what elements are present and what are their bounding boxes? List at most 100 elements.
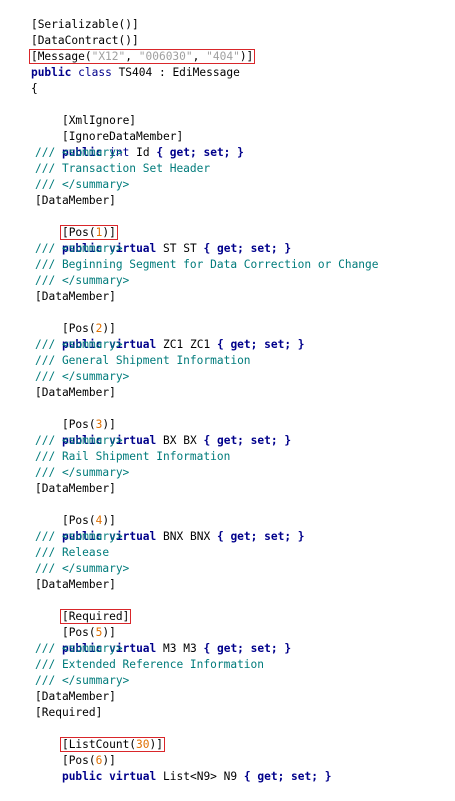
highlight-box-listcount: [ListCount(30)] — [59, 737, 166, 752]
property-name: M3 — [183, 642, 197, 655]
keyword-virtual: virtual — [109, 642, 157, 655]
summary-close: /// </summary> — [35, 370, 130, 383]
pos-value: 3 — [95, 418, 103, 431]
message-arg-version: "006030" — [138, 50, 193, 63]
highlight-box-pos: [Pos(1)] — [59, 225, 118, 240]
pos-value: 5 — [95, 626, 103, 639]
keyword-public: public — [61, 642, 103, 655]
code-line: [XmlIgnore] — [35, 97, 136, 127]
attribute-datamember: [DataMember] — [35, 578, 116, 591]
property-type: ZC1 — [163, 338, 184, 351]
summary-text: /// Release — [35, 546, 110, 559]
attribute-xmlignore: [XmlIgnore] — [61, 114, 137, 127]
property-type: BNX — [163, 530, 184, 543]
highlight-box-message: [Message("X12", "006030", "404")] — [28, 49, 256, 64]
summary-text: /// Rail Shipment Information — [35, 450, 231, 463]
summary-text: /// Transaction Set Header — [35, 162, 211, 175]
accessor-block: { get; set; } — [156, 146, 244, 159]
code-line: public virtual ZC1 ZC1 { get; set; } — [35, 321, 305, 351]
summary-open: /// <summary> — [35, 338, 123, 351]
accessor-block: { get; set; } — [203, 642, 292, 655]
pos-value: 4 — [95, 514, 103, 527]
keyword-virtual: virtual — [109, 434, 157, 447]
code-line: [Pos(4)] — [61, 514, 116, 527]
attribute-datamember: [DataMember] — [35, 482, 116, 495]
summary-close: /// </summary> — [35, 674, 130, 687]
attribute-pos: [Pos( — [61, 322, 96, 335]
attribute-pos: [Pos( — [61, 754, 96, 767]
code-line: public virtual M3 M3 { get; set; } — [35, 625, 291, 655]
pos-value: 2 — [95, 322, 103, 335]
code-line: public virtual BNX BNX { get; set; } — [35, 513, 305, 543]
highlight-box-required: [Required] — [59, 609, 132, 624]
summary-text: /// General Shipment Information — [35, 354, 251, 367]
code-line: public virtual List<N9> N9 { get; set; } — [35, 753, 332, 783]
code-line: [Pos(2)] — [61, 322, 116, 335]
property-name: Id — [136, 146, 150, 159]
summary-open: /// <summary> — [35, 530, 123, 543]
accessor-block: { get; set; } — [203, 434, 292, 447]
keyword-virtual: virtual — [109, 338, 157, 351]
attribute-required: [Required] — [35, 706, 103, 719]
code-line: [IgnoreDataMember] — [35, 113, 183, 143]
code-line: { — [4, 65, 38, 95]
class-declaration: TS404 : EdiMessage — [118, 66, 240, 79]
accessor-block: { get; set; } — [216, 338, 305, 351]
keyword-public: public — [61, 146, 103, 159]
accessor-block: { get; set; } — [203, 242, 292, 255]
summary-text: /// Extended Reference Information — [35, 658, 265, 671]
summary-text: /// Beginning Segment for Data Correctio… — [35, 258, 379, 271]
property-type: ST — [163, 242, 177, 255]
keyword-public: public — [61, 242, 103, 255]
pos-value: 1 — [95, 226, 103, 239]
code-line: [Pos(5)] — [61, 626, 116, 639]
code-line: public class TS404 : EdiMessage — [4, 49, 240, 79]
attribute-serializable: [Serializable()] — [30, 18, 139, 31]
keyword-public: public — [61, 530, 103, 543]
keyword-public: public — [30, 66, 72, 79]
listcount-value: 30 — [136, 738, 150, 751]
code-line: [DataContract()] — [4, 17, 139, 47]
code-line: [Pos(6)] — [61, 754, 116, 767]
summary-close: /// </summary> — [35, 178, 130, 191]
keyword-virtual: virtual — [109, 530, 157, 543]
code-line: [Required] — [35, 593, 132, 624]
keyword-int: int — [109, 146, 130, 159]
code-line: [Pos(3)] — [61, 418, 116, 431]
keyword-virtual: virtual — [109, 242, 157, 255]
summary-open: /// <summary> — [35, 242, 123, 255]
property-name: ST — [183, 242, 197, 255]
code-line: [Serializable()] — [4, 1, 139, 31]
summary-open: /// <summary> — [35, 434, 123, 447]
attribute-datacontract: [DataContract()] — [30, 34, 139, 47]
message-arg-code: "404" — [206, 50, 240, 63]
code-line: public int Id { get; set; } — [35, 129, 244, 159]
pos-value: 6 — [95, 754, 103, 767]
property-name: BNX — [190, 530, 211, 543]
attribute-ignoredatamember: [IgnoreDataMember] — [61, 130, 184, 143]
attribute-datamember: [DataMember] — [35, 290, 116, 303]
keyword-public: public — [61, 338, 103, 351]
code-line: public virtual BX BX { get; set; } — [35, 417, 291, 447]
code-line: public virtual ST ST { get; set; } — [35, 225, 291, 255]
summary-open: /// <summary> — [35, 642, 123, 655]
message-arg-standard: "X12" — [91, 50, 126, 63]
property-type: BX — [163, 434, 177, 447]
attribute-datamember: [DataMember] — [35, 386, 116, 399]
attribute-pos: [Pos( — [61, 514, 96, 527]
keyword-class: class — [78, 66, 112, 79]
summary-close: /// </summary> — [35, 466, 130, 479]
property-name: ZC1 — [190, 338, 211, 351]
summary-close: /// </summary> — [35, 274, 130, 287]
attribute-datamember: [DataMember] — [35, 690, 116, 703]
code-line: [ListCount(30)] — [35, 721, 166, 752]
property-name: BX — [183, 434, 197, 447]
property-type: M3 — [163, 642, 177, 655]
attribute-pos: [Pos( — [61, 626, 96, 639]
summary-open: /// <summary> — [35, 146, 123, 159]
attribute-datamember: [DataMember] — [35, 194, 116, 207]
summary-close: /// </summary> — [35, 562, 130, 575]
open-brace: { — [30, 82, 38, 95]
code-line: [Message("X12", "006030", "404")] — [4, 33, 256, 64]
code-editor[interactable]: [Serializable()] [DataContract()] [Messa… — [0, 0, 455, 783]
